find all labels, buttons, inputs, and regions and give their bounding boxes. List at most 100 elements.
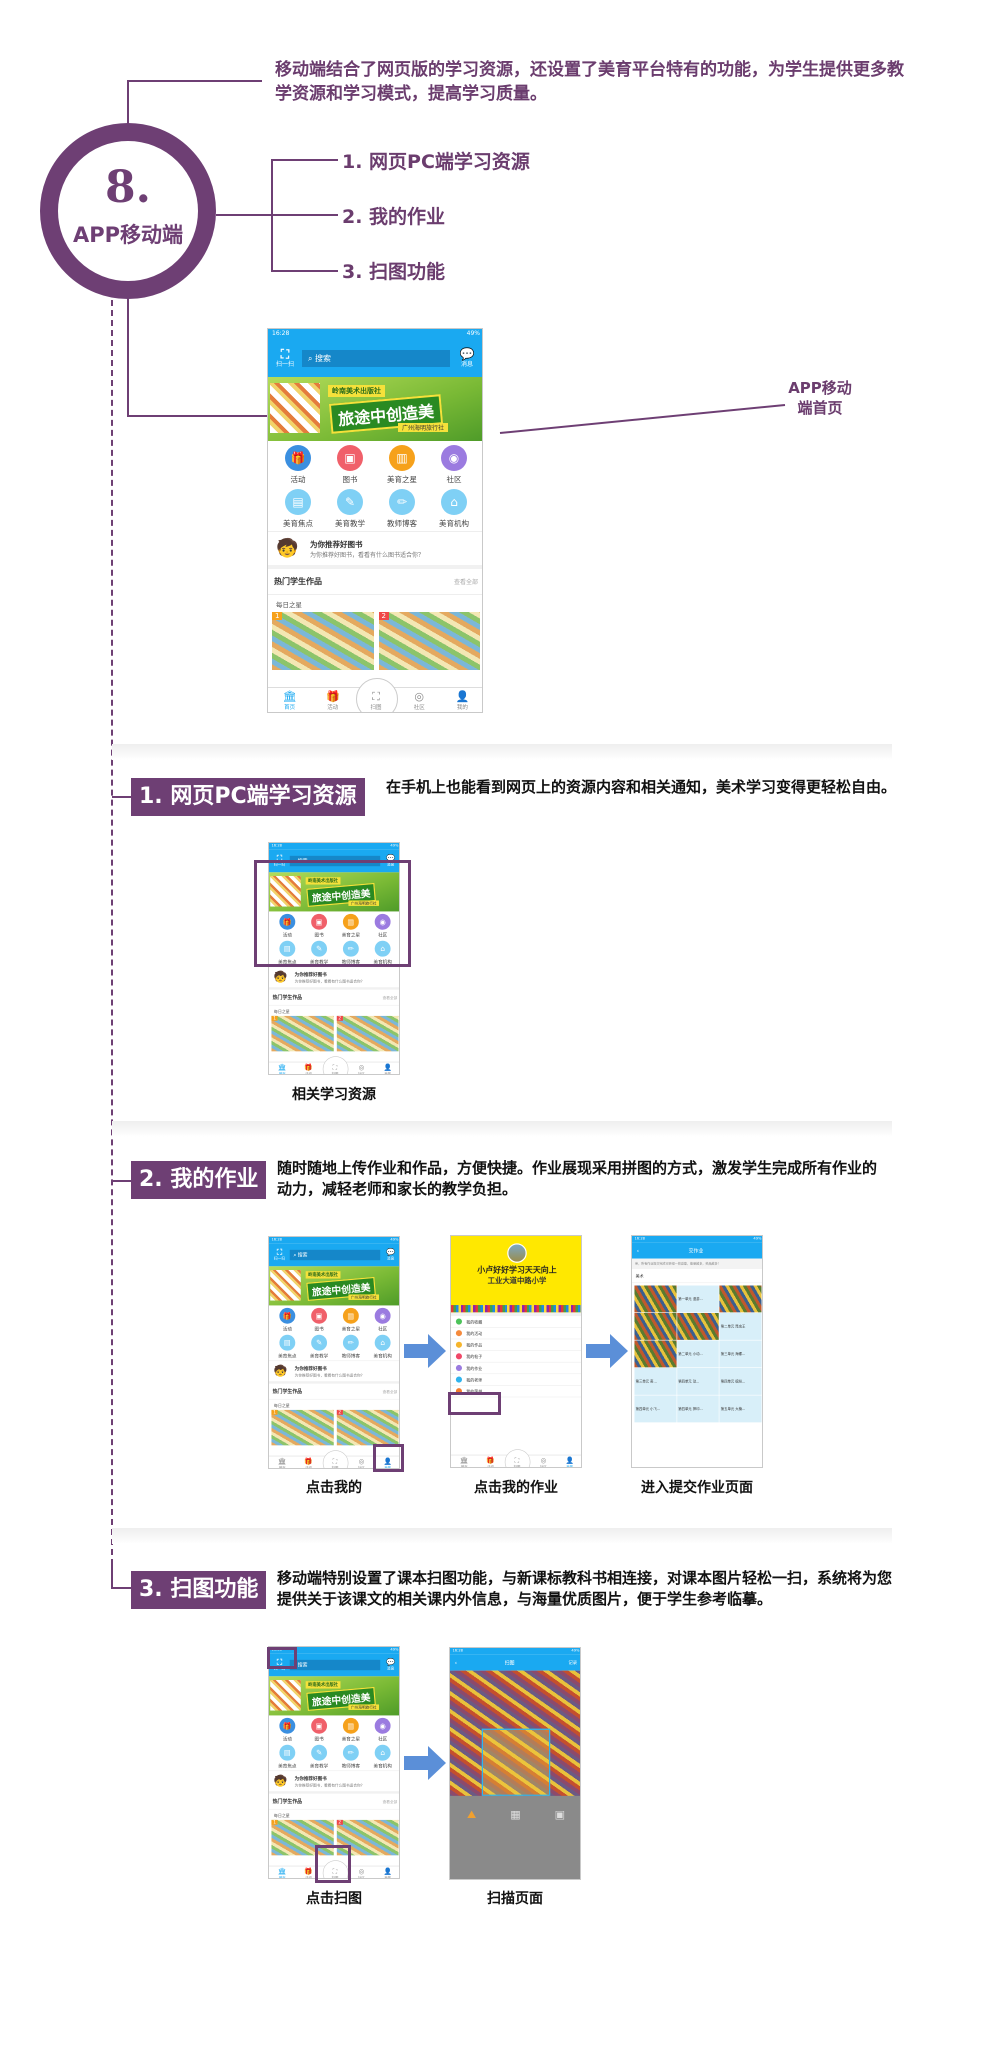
homework-slot[interactable]: 第五单元 大楠... (719, 1395, 762, 1423)
artwork-card[interactable]: 1 (272, 612, 374, 670)
homework-artwork[interactable] (719, 1285, 762, 1313)
view-all-link[interactable]: 查看全部 (453, 579, 478, 586)
feature-6[interactable]: ✏教师博客 (335, 940, 367, 965)
tab-4[interactable]: 👤我的 (375, 1866, 399, 1878)
search-input[interactable]: ⌕ 搜索 (302, 350, 450, 367)
tab-4[interactable]: 👤我的 (441, 688, 482, 712)
tab-3[interactable]: ◎社区 (348, 1062, 374, 1074)
scan-button[interactable]: ⛶扫一扫 (273, 1248, 286, 1262)
feature-5[interactable]: ✎美育教学 (303, 1744, 335, 1769)
search-input[interactable]: ⌕ 搜索 (289, 1659, 381, 1671)
message-button[interactable]: 💬消息 (384, 854, 397, 868)
feature-4[interactable]: ▤美育焦点 (271, 1744, 303, 1769)
homework-artwork[interactable] (677, 1312, 719, 1340)
tab-3[interactable]: ◎社区 (398, 688, 441, 712)
album-icon[interactable]: ⛰ (466, 1808, 477, 1821)
toc-item-2[interactable]: 2. 我的作业 (342, 206, 446, 228)
homework-artwork[interactable] (634, 1340, 677, 1368)
feature-2[interactable]: ▥美育之星 (376, 445, 428, 485)
artwork-card[interactable]: 1 (271, 1819, 334, 1856)
feature-5[interactable]: ✎美育教学 (303, 1334, 335, 1359)
tab-1[interactable]: 🎁活动 (295, 1062, 321, 1074)
view-all-link[interactable]: 查看全部 (382, 1799, 398, 1805)
feature-0[interactable]: 🎁活动 (271, 1717, 303, 1742)
feature-0[interactable]: 🎁活动 (271, 913, 303, 938)
homework-slot[interactable]: 第四单元 押印... (677, 1395, 719, 1423)
tab-1[interactable]: 🎁活动 (311, 688, 354, 712)
qr-code-icon[interactable]: ▦ (510, 1808, 521, 1821)
tab-3[interactable]: ◎社区 (348, 1866, 374, 1878)
me-menu-item[interactable]: 我的收藏 (451, 1316, 581, 1328)
tab-0[interactable]: 🏛首页 (269, 1866, 295, 1878)
tab-3[interactable]: ◎社区 (348, 1456, 374, 1468)
view-all-link[interactable]: 查看全部 (382, 1389, 398, 1395)
feature-7[interactable]: ⌂美育机构 (367, 1334, 399, 1359)
homework-slot[interactable]: 第三单元 海螺... (719, 1340, 762, 1368)
scan-button[interactable]: ⛶扫一扫 (274, 348, 296, 369)
feature-4[interactable]: ▤美育焦点 (271, 940, 303, 965)
homework-slot[interactable]: 第一单元 漫游... (677, 1285, 719, 1313)
feature-1[interactable]: ▣图书 (303, 1717, 335, 1742)
artwork-card[interactable]: 1 (271, 1015, 334, 1052)
homework-slot[interactable]: 第三单元 奇... (634, 1367, 677, 1395)
feature-2[interactable]: ▥美育之星 (335, 913, 367, 938)
book-recommendation[interactable]: 🧒为你推荐好图书为你推荐好图书，看看有什么图书适合你？ (269, 1360, 399, 1384)
homework-slot[interactable]: 第四单元 缤纷... (719, 1367, 762, 1395)
message-button[interactable]: 💬消息 (456, 348, 478, 369)
tab-2[interactable]: ⛶扫图 (322, 1056, 349, 1074)
tab-2[interactable]: ⛶扫图 (322, 1450, 349, 1468)
homework-artwork[interactable] (634, 1285, 677, 1313)
artwork-card[interactable]: 2 (336, 1015, 399, 1052)
view-all-link[interactable]: 查看全部 (382, 995, 398, 1001)
homework-slot[interactable]: 第四单元 动... (677, 1367, 719, 1395)
me-menu-item[interactable]: 我的活动 (451, 1328, 581, 1340)
tab-0[interactable]: 🏛首页 (268, 688, 311, 712)
feature-6[interactable]: ✏教师博客 (335, 1334, 367, 1359)
homework-slot[interactable]: 第二单元 小动... (677, 1340, 719, 1368)
feature-2[interactable]: ▥美育之星 (335, 1717, 367, 1742)
tab-4[interactable]: 👤我的 (375, 1062, 399, 1074)
promo-banner[interactable]: 岭南美术出版社 旅途中创造美 广州海明旅行社 (268, 377, 482, 441)
tab-1[interactable]: 🎁活动 (295, 1456, 321, 1468)
feature-3[interactable]: ◉社区 (367, 913, 399, 938)
toc-item-3[interactable]: 3. 扫图功能 (342, 261, 446, 283)
promo-banner[interactable]: 岭南美术出版社 旅途中创造美 广州海明旅行社 (269, 872, 399, 912)
feature-0[interactable]: 🎁活动 (271, 1307, 303, 1332)
tab-4[interactable]: 👤我的 (375, 1456, 399, 1468)
feature-4[interactable]: ▤美育焦点 (272, 489, 324, 529)
back-icon[interactable]: ‹ (636, 1247, 639, 1254)
tab-4[interactable]: 👤我的 (557, 1455, 581, 1467)
feature-4[interactable]: ▤美育焦点 (271, 1334, 303, 1359)
artwork-card[interactable]: 1 (271, 1409, 334, 1446)
feature-6[interactable]: ✏教师博客 (335, 1744, 367, 1769)
artwork-card[interactable]: 2 (336, 1819, 399, 1856)
feature-1[interactable]: ▣图书 (303, 913, 335, 938)
record-link[interactable]: 记录 (568, 1660, 578, 1666)
tab-1[interactable]: 🎁活动 (477, 1455, 503, 1467)
feature-5[interactable]: ✎美育教学 (324, 489, 376, 529)
feature-0[interactable]: 🎁活动 (272, 445, 324, 485)
feature-7[interactable]: ⌂美育机构 (367, 940, 399, 965)
feature-6[interactable]: ✏教师博客 (376, 489, 428, 529)
feature-1[interactable]: ▣图书 (303, 1307, 335, 1332)
me-menu-item[interactable]: 我的老师 (451, 1374, 581, 1386)
feature-1[interactable]: ▣图书 (324, 445, 376, 485)
feature-7[interactable]: ⌂美育机构 (367, 1744, 399, 1769)
homework-artwork[interactable] (634, 1312, 677, 1340)
photo-icon[interactable]: ▣ (554, 1808, 565, 1821)
toc-item-1[interactable]: 1. 网页PC端学习资源 (342, 151, 530, 173)
homework-slot[interactable]: 第二单元 昆虫王 (719, 1312, 762, 1340)
tab-2[interactable]: ⛶扫图 (354, 678, 399, 712)
tab-3[interactable]: ◎社区 (530, 1455, 556, 1467)
message-button[interactable]: 💬消息 (384, 1658, 397, 1672)
feature-3[interactable]: ◉社区 (367, 1307, 399, 1332)
scan-button[interactable]: ⛶扫一扫 (273, 854, 286, 868)
me-menu-item[interactable]: 我的荣誉 (451, 1386, 581, 1398)
book-recommendation[interactable]: 🧒为你推荐好图书为你推荐好图书，看看有什么图书适合你？ (269, 966, 399, 990)
homework-slot[interactable]: 第四单元 小飞... (634, 1395, 677, 1423)
me-menu-item[interactable]: 我的帖子 (451, 1351, 581, 1363)
feature-3[interactable]: ◉社区 (367, 1717, 399, 1742)
me-menu-item[interactable]: 我的作品 (451, 1339, 581, 1351)
tab-0[interactable]: 🏛首页 (451, 1455, 477, 1467)
artwork-card[interactable]: 2 (336, 1409, 399, 1446)
